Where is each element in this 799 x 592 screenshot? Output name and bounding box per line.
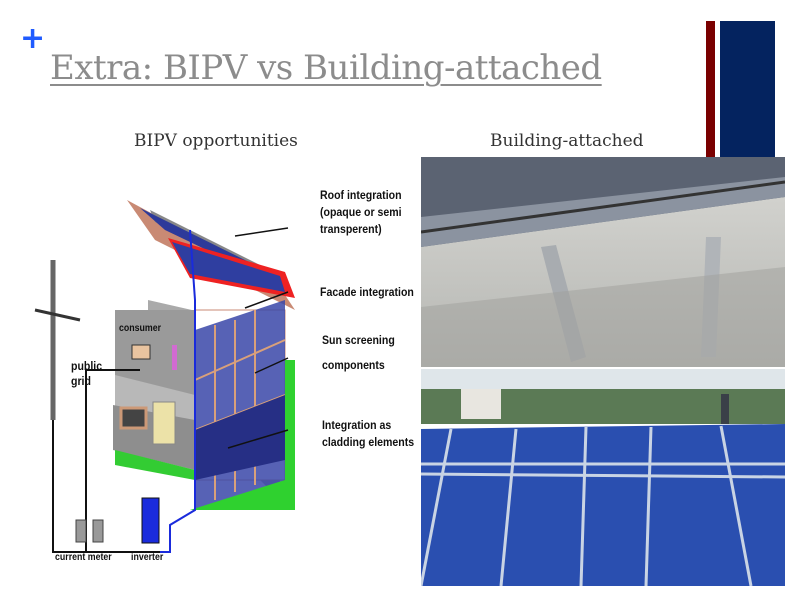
bipv-building-diagram [34, 200, 295, 553]
label-cladding: Integration as [322, 418, 392, 432]
label-current-meter: current meter [55, 552, 112, 563]
left-heading: BIPV opportunities [134, 131, 298, 151]
fridge-icon [152, 401, 176, 445]
label-sun-screening-2: components [322, 358, 385, 372]
ground-green [190, 360, 295, 510]
inverter-icon [141, 497, 160, 544]
tv-icon [119, 406, 148, 430]
current-meter-icon [75, 519, 87, 543]
label-inverter: inverter [131, 552, 164, 563]
dc-cable [155, 229, 196, 553]
label-roof-integration-2: (opaque or semi [320, 205, 402, 219]
label-roof-integration: Roof integration [320, 188, 402, 202]
person [721, 394, 729, 424]
photo-rooftop-panels [421, 369, 785, 586]
decorative-bar-red [706, 21, 715, 157]
slide-title: Extra: BIPV vs Building-attached [50, 48, 602, 88]
label-cladding-2: cladding elements [322, 435, 415, 449]
photo-panel-underside [421, 157, 785, 367]
label-facade-integration: Facade integration [320, 285, 414, 299]
label-sun-screening: Sun screening [322, 333, 395, 347]
label-consumer: consumer [119, 323, 162, 334]
plus-marker-icon: + [20, 21, 46, 56]
decorative-bar-navy [720, 21, 775, 157]
right-heading: Building-attached [490, 131, 644, 151]
label-roof-integration-3: transperent) [320, 222, 382, 236]
computer-icon [131, 344, 151, 360]
label-public-grid-2: grid [71, 374, 91, 388]
label-public-grid: public [71, 359, 103, 373]
